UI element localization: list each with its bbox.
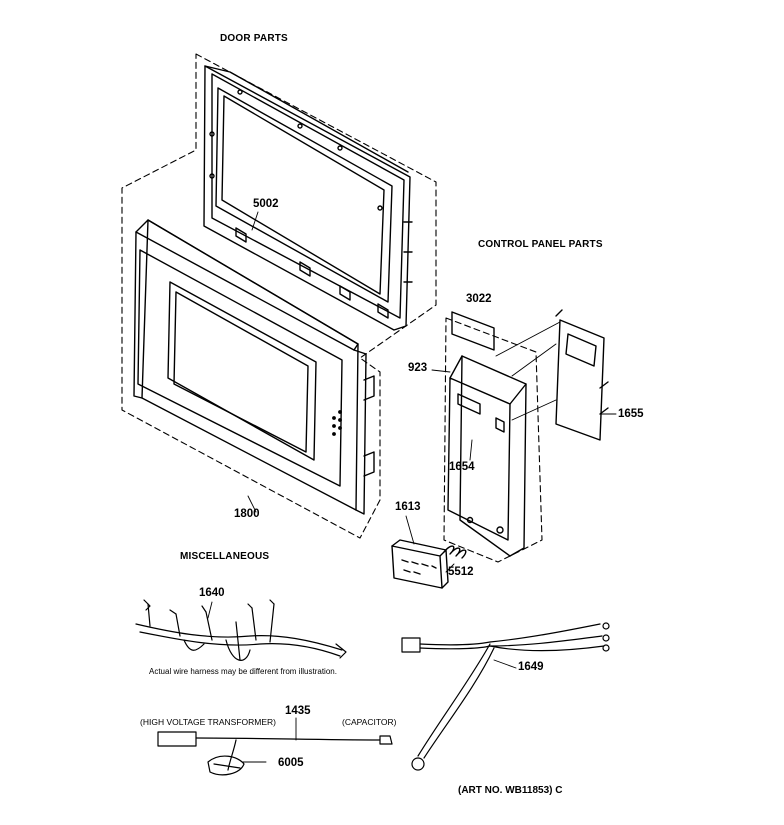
wire-assembly-1649 [401,622,610,771]
part-number-1613: 1613 [395,501,421,513]
door-assembly [133,219,375,515]
door-choke-frame [203,65,413,331]
control-panel-boundary [443,317,543,563]
part-number-1800: 1800 [234,508,260,520]
control-panel-frame [447,355,527,557]
part-number-5512: 5512 [448,566,474,578]
membrane-3022 [451,311,495,351]
fuse-6005 [207,755,245,776]
part-number-1435: 1435 [285,705,311,717]
part-number-1654: 1654 [449,461,475,473]
control-board [555,309,609,441]
harness-note: Actual wire harness may be different fro… [149,667,337,676]
part-number-5002: 5002 [253,198,279,210]
part-number-1640: 1640 [199,587,225,599]
miscellaneous-header: MISCELLANEOUS [180,551,270,562]
part-number-923: 923 [408,362,428,374]
door-button [391,539,449,589]
art-number: (ART NO. WB11853) C [458,785,563,796]
capacitor-label: (CAPACITOR) [342,717,397,727]
hv-transformer-label: (HIGH VOLTAGE TRANSFORMER) [140,717,277,727]
part-number-1655: 1655 [618,408,644,420]
spring-5512 [443,545,467,559]
wire-harness-1640 [135,599,347,661]
leader-lines [207,211,617,763]
part-number-1649: 1649 [518,661,544,673]
part-number-6005: 6005 [278,757,304,769]
door-parts-boundary [121,53,437,539]
part-number-3022: 3022 [466,293,492,305]
control-panel-parts-header: CONTROL PANEL PARTS [478,239,603,250]
hv-lead-1435 [157,731,393,771]
door-parts-header: DOOR PARTS [220,33,288,44]
